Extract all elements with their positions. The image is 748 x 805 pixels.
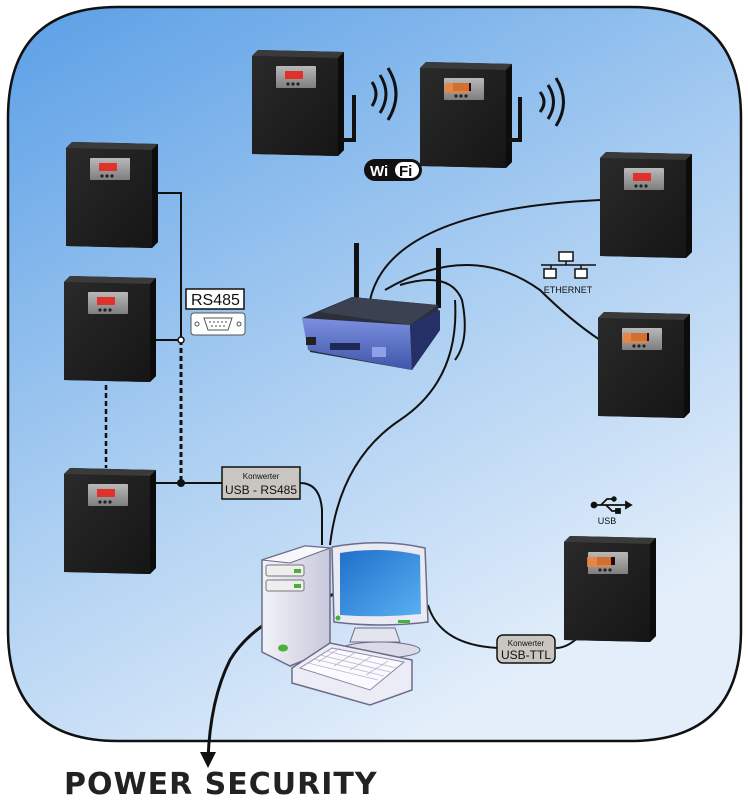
router-to-pc-cable: [329, 299, 457, 546]
diagram-title: POWER SECURITY: [64, 767, 378, 802]
rs485-label-box: [185, 288, 245, 310]
wifi-logo-right: Fi: [399, 163, 412, 180]
converter-rs485-title: USB - RS485: [225, 483, 297, 497]
converter-ttl-title: USB-TTL: [501, 648, 551, 662]
junction-dot: [177, 336, 185, 344]
display-red: [97, 297, 115, 305]
rs485-cable-1: [155, 192, 182, 340]
wifi-logo-left: Wi: [370, 163, 388, 180]
psu-eth-1: [600, 152, 692, 258]
display-red: [99, 163, 117, 171]
usb-icon: [590, 496, 633, 514]
psu-rs485-2: [64, 276, 156, 382]
converter-usb-rs485: Konwerter USB - RS485: [221, 466, 301, 500]
router-eth-cable-3: [399, 279, 466, 361]
display-red: [285, 71, 303, 79]
rs485-label: RS485: [191, 292, 240, 309]
router-eth-cable-2: [384, 264, 601, 341]
router-eth-cable-1: [369, 199, 601, 301]
display-red: [97, 489, 115, 497]
wireless-signal-icon: [370, 67, 565, 127]
wireless-router: [302, 243, 441, 370]
converter-ttl-caption: Konwerter: [508, 639, 545, 648]
converter-rs485-caption: Konwerter: [243, 472, 280, 481]
display-red: [633, 173, 651, 181]
psu-wifi-2: [420, 62, 512, 168]
ethernet-icon: [541, 251, 596, 279]
ethernet-label: ETHERNET: [544, 285, 593, 295]
psu-usb-1: [564, 536, 656, 642]
display-orange: [445, 83, 469, 93]
converter-to-pc-cable: [299, 482, 323, 545]
db9-connector-icon: [190, 312, 246, 336]
usb-label: USB: [598, 516, 617, 526]
antenna-icon: [340, 95, 522, 142]
display-orange: [587, 557, 611, 567]
background-panel: [6, 5, 743, 743]
wifi-logo: Wi Fi: [364, 159, 422, 181]
display-orange: [623, 333, 647, 343]
pc-to-ttl-cable: [427, 604, 499, 649]
psu-wifi-1: [252, 50, 344, 156]
arrow-head-icon: [200, 752, 216, 768]
psu-rs485-1: [66, 142, 158, 248]
psu-rs485-3: [64, 468, 156, 574]
junction-dot: [177, 479, 185, 487]
psu-eth-2: [598, 312, 690, 418]
computer: [261, 542, 429, 706]
converter-usb-ttl: Konwerter USB-TTL: [496, 634, 556, 664]
